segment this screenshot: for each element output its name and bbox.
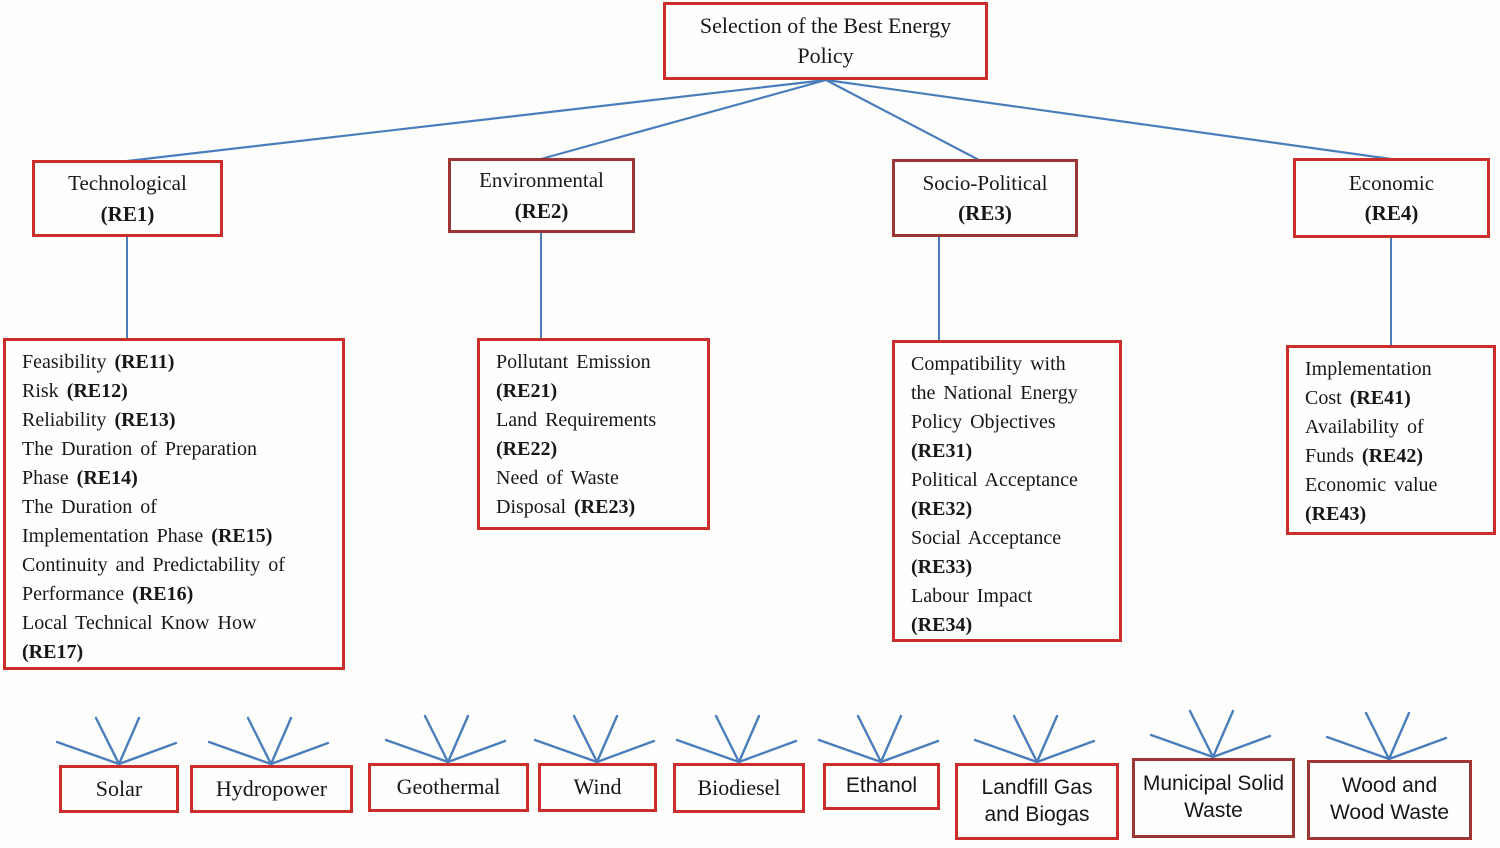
- subcriteria-line: Need of Waste: [496, 467, 619, 489]
- subcriteria-line: Labour Impact: [911, 585, 1033, 607]
- alternative-box-municipal-solid-waste: Municipal Solid Waste: [1132, 758, 1295, 838]
- alternative-label: Solar: [95, 775, 143, 801]
- subcriteria-line: Local Technical Know How: [22, 612, 257, 634]
- criterion-box-environmental: Environmental (RE2): [448, 158, 635, 233]
- subcriteria-line: (RE31): [911, 440, 973, 462]
- subcriteria-line: Economic value: [1305, 474, 1438, 496]
- alternative-label: Municipal Solid Waste: [1142, 772, 1285, 822]
- criterion-box-socio-political: Socio-Political (RE3): [892, 159, 1078, 237]
- subcriteria-line: Implementation: [1305, 358, 1432, 380]
- criterion-code: (RE1): [100, 201, 155, 226]
- criterion-code: (RE3): [958, 201, 1012, 225]
- subcriteria-line: Pollutant Emission: [496, 351, 651, 373]
- subcriteria-line: (RE32): [911, 498, 973, 520]
- subcriteria-line: Continuity and Predictability of: [22, 554, 285, 576]
- alternative-label: Geothermal: [396, 774, 501, 800]
- alternative-box-hydropower: Hydropower: [190, 765, 353, 813]
- alternative-box-solar: Solar: [59, 765, 179, 813]
- subcriteria-line: Social Acceptance: [911, 527, 1062, 549]
- criterion-label: Environmental: [479, 168, 604, 193]
- criterion-box-technological: Technological (RE1): [32, 160, 223, 237]
- alternative-box-wind: Wind: [538, 763, 657, 812]
- subcriteria-line: Funds (RE42): [1305, 445, 1424, 467]
- subcriteria-box-technological: Feasibility (RE11) Risk (RE12) Reliability…: [3, 338, 345, 670]
- alternative-box-geothermal: Geothermal: [368, 763, 529, 812]
- subcriteria-line: (RE34): [911, 614, 973, 636]
- subcriteria-line: (RE21): [496, 380, 558, 402]
- alternative-box-wood-and-wood-waste: Wood and Wood Waste: [1307, 760, 1472, 840]
- criterion-label: Economic: [1348, 170, 1435, 195]
- criterion-label: Technological: [68, 171, 187, 196]
- alternative-label: Wind: [573, 774, 622, 800]
- subcriteria-box-environmental: Pollutant Emission (RE21) Land Requirement…: [477, 338, 710, 530]
- subcriteria-line: Phase (RE14): [22, 467, 138, 489]
- alternative-label: Wood and Wood Waste: [1329, 774, 1450, 824]
- subcriteria-line: (RE43): [1305, 503, 1367, 525]
- subcriteria-line: Reliability (RE13): [22, 409, 176, 431]
- subcriteria-line: the National Energy: [911, 382, 1078, 404]
- alternative-box-biodiesel: Biodiesel: [673, 763, 805, 813]
- subcriteria-line: Feasibility (RE11): [22, 351, 175, 373]
- alternative-label: Hydropower: [215, 775, 328, 801]
- alternative-label: Landfill Gas and Biogas: [981, 775, 1093, 826]
- subcriteria-line: (RE33): [911, 556, 973, 578]
- criterion-code: (RE2): [514, 198, 569, 223]
- goal-label: Selection of the Best Energy Policy: [699, 13, 952, 68]
- subcriteria-line: (RE17): [22, 641, 84, 663]
- subcriteria-line: Policy Objectives: [911, 411, 1056, 433]
- subcriteria-line: Land Requirements: [496, 409, 657, 431]
- subcriteria-line: The Duration of: [22, 496, 157, 518]
- subcriteria-line: Disposal (RE23): [496, 496, 636, 518]
- goal-box: Selection of the Best Energy Policy: [663, 2, 988, 80]
- subcriteria-line: Implementation Phase (RE15): [22, 525, 273, 547]
- subcriteria-line: Risk (RE12): [22, 380, 128, 402]
- criterion-code: (RE4): [1364, 201, 1419, 225]
- subcriteria-line: (RE22): [496, 438, 558, 460]
- subcriteria-line: Cost (RE41): [1305, 387, 1411, 409]
- subcriteria-line: Political Acceptance: [911, 469, 1078, 491]
- subcriteria-line: The Duration of Preparation: [22, 438, 258, 460]
- criterion-box-economic: Economic (RE4): [1293, 158, 1490, 238]
- alternative-label: Ethanol: [845, 774, 918, 798]
- subcriteria-line: Performance (RE16): [22, 583, 194, 605]
- subcriteria-line: Availability of: [1305, 416, 1424, 438]
- alternative-box-landfill-gas-and-biogas: Landfill Gas and Biogas: [955, 763, 1119, 840]
- criterion-label: Socio-Political: [922, 170, 1048, 195]
- alternative-box-ethanol: Ethanol: [823, 763, 940, 810]
- alternative-label: Biodiesel: [697, 774, 781, 800]
- subcriteria-line: Compatibility with: [911, 353, 1066, 375]
